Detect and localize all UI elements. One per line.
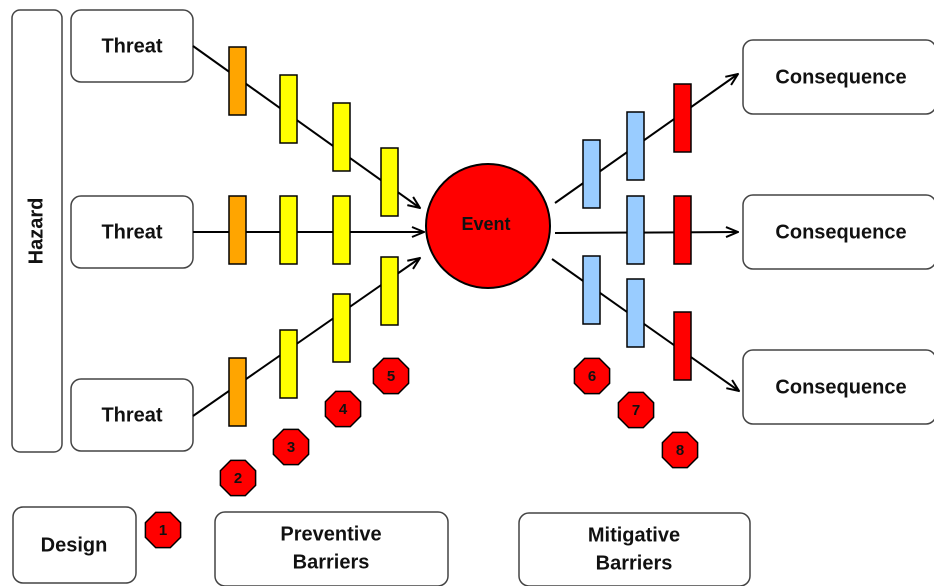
barrier-orange (228, 357, 247, 427)
barrier-yellow (380, 147, 399, 217)
threat-box-top: Threat (70, 9, 194, 83)
threat-box-bottom: Threat (70, 378, 194, 452)
consequence-label: Consequence (775, 221, 906, 243)
barrier-blue (626, 111, 645, 181)
threat-label: Threat (101, 35, 162, 57)
marker-4: 4 (324, 390, 362, 428)
consequence-label: Consequence (775, 66, 906, 88)
marker-7: 7 (617, 391, 655, 429)
marker-number: 8 (676, 442, 684, 459)
design-box: Design (12, 506, 137, 584)
barrier-red (673, 195, 692, 265)
design-label: Design (41, 534, 108, 556)
barrier-red (673, 83, 692, 153)
barrier-yellow (279, 195, 298, 265)
consequence-line-middle (554, 232, 738, 233)
marker-number: 3 (287, 439, 295, 456)
mitigative-barriers-box: Mitigative Barriers (518, 512, 751, 586)
marker-number: 1 (159, 522, 167, 539)
marker-number: 4 (339, 401, 348, 418)
event-label: Event (461, 214, 510, 234)
barrier-blue (582, 139, 601, 209)
threat-label: Threat (101, 404, 162, 426)
barrier-yellow (332, 102, 351, 172)
barrier-yellow (279, 74, 298, 144)
mitigative-label-line1: Mitigative (588, 524, 680, 546)
preventive-label-line1: Preventive (280, 523, 381, 545)
barrier-yellow (332, 195, 351, 265)
marker-number: 2 (234, 470, 242, 487)
consequence-box-middle: Consequence (742, 194, 934, 270)
marker-5: 5 (372, 357, 410, 395)
consequence-box-bottom: Consequence (742, 349, 934, 425)
hazard-label: Hazard (25, 198, 47, 265)
consequence-label: Consequence (775, 376, 906, 398)
hazard-box: Hazard (11, 9, 63, 453)
barrier-yellow (279, 329, 298, 399)
preventive-label-line2: Barriers (293, 551, 370, 573)
threat-box-middle: Threat (70, 195, 194, 269)
marker-8: 8 (661, 431, 699, 469)
barrier-yellow (332, 293, 351, 363)
marker-number: 5 (387, 368, 395, 385)
marker-2: 2 (219, 459, 257, 497)
marker-1: 1 (144, 511, 182, 549)
barrier-orange (228, 46, 247, 116)
consequence-box-top: Consequence (742, 39, 934, 115)
threat-label: Threat (101, 221, 162, 243)
barrier-blue (626, 278, 645, 348)
barrier-yellow (380, 256, 399, 326)
marker-6: 6 (573, 357, 611, 395)
barrier-blue (626, 195, 645, 265)
marker-number: 7 (632, 402, 640, 419)
marker-number: 6 (588, 368, 596, 385)
barrier-red (673, 311, 692, 381)
marker-3: 3 (272, 428, 310, 466)
barrier-blue (582, 255, 601, 325)
preventive-barriers-box: Preventive Barriers (214, 511, 449, 586)
event-node: Event (425, 163, 551, 289)
mitigative-label-line2: Barriers (596, 552, 673, 574)
barrier-orange (228, 195, 247, 265)
